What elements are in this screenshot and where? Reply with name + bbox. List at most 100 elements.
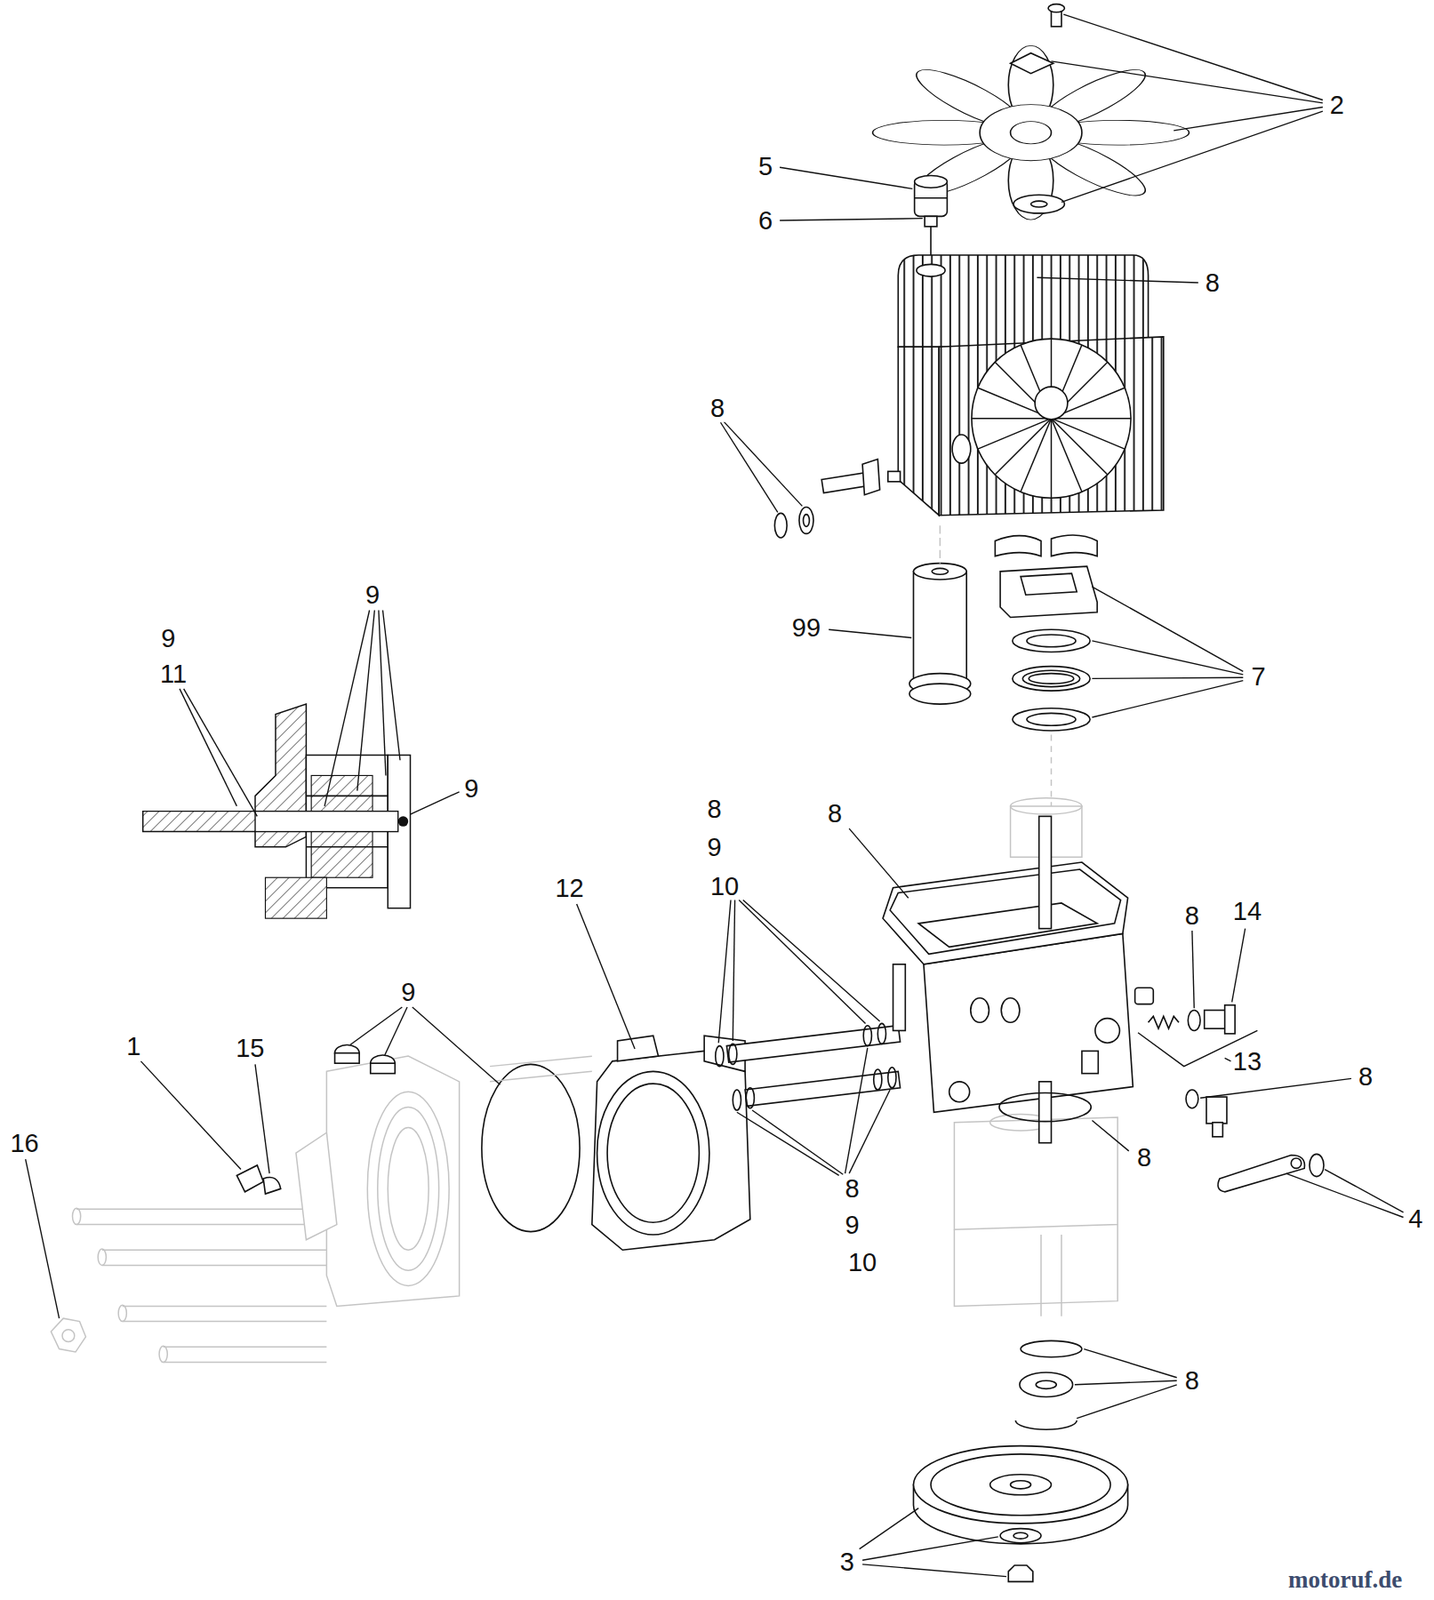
drawing-part: [999, 1092, 1091, 1122]
drawing-part: [296, 1132, 337, 1241]
drawing-part: [383, 609, 401, 761]
drawing-part: [1050, 418, 1125, 449]
swashplate-parts: [994, 535, 1098, 731]
drawing-part: [576, 904, 635, 1050]
callout-number: 9: [363, 581, 382, 609]
drawing-part: [971, 417, 1052, 419]
callout-number: 12: [552, 874, 585, 902]
drawing-part: [607, 1083, 699, 1223]
cross-section: [143, 704, 411, 919]
drawing-part: [255, 811, 399, 833]
drawing-part: [952, 434, 971, 464]
drawing-part: [1020, 418, 1051, 493]
drawing-part: [863, 1025, 872, 1047]
drawing-part: [1028, 673, 1074, 684]
callout-number: 7: [1249, 663, 1267, 690]
drawing-part: [914, 197, 948, 200]
drawing-part: [849, 1089, 890, 1174]
drawing-part: [918, 903, 1098, 947]
drawing-part: [1010, 1481, 1032, 1490]
drawing-part: [877, 1023, 886, 1044]
drawing-part: [1135, 987, 1154, 1004]
drawing-part: [1026, 712, 1076, 726]
callout-number: 8: [705, 795, 724, 823]
drawing-part: [888, 471, 901, 481]
callout-number: 13: [1231, 1048, 1264, 1075]
drawing-part: [924, 216, 938, 226]
callout-number: 8: [1135, 1144, 1154, 1171]
drawing-part: [1020, 1340, 1082, 1357]
drawing-part: [779, 167, 913, 189]
cap: [914, 175, 948, 267]
drawing-part: [1063, 14, 1323, 100]
drawing-part: [745, 1088, 754, 1109]
drawing-part: [163, 1361, 328, 1363]
drawing-part: [1050, 61, 1322, 104]
drawing-part: [617, 1035, 659, 1062]
drawing-part: [1081, 1050, 1098, 1074]
drawing-part: [743, 900, 881, 1023]
callout-number: 9: [399, 978, 417, 1006]
drawing-part: [913, 1446, 1128, 1524]
drawing-part: [1324, 1169, 1403, 1213]
drawing-part: [102, 1265, 328, 1266]
callout-number: 4: [1406, 1205, 1425, 1233]
drawing-part: [1060, 1234, 1062, 1317]
callout-number: 9: [159, 624, 177, 651]
drawing-part: [378, 609, 386, 776]
drawing-part: [862, 1537, 999, 1561]
drawing-part: [1076, 1385, 1178, 1419]
drawing-part: [862, 459, 881, 496]
drawing-part: [799, 507, 814, 535]
drawing-part: [752, 1110, 843, 1175]
drawing-part: [122, 1321, 328, 1322]
drawing-part: [803, 514, 810, 528]
drawing-part: [1091, 1120, 1129, 1151]
drawing-part: [1074, 1380, 1178, 1386]
callout-number: 2: [1328, 91, 1346, 119]
drawing-part: [1091, 680, 1243, 718]
drawing-part: [1290, 1158, 1301, 1169]
fan: [873, 4, 1190, 286]
drawing-part: [873, 45, 1190, 220]
drawing-part: [163, 1346, 328, 1348]
drawing-part: [159, 1345, 168, 1362]
callout-number: 15: [233, 1034, 266, 1062]
drawing-part: [76, 1224, 327, 1226]
drawing-part: [931, 568, 948, 575]
drawing-part: [1019, 1372, 1074, 1398]
drawing-part: [1309, 1153, 1324, 1177]
callout-number: 5: [756, 152, 775, 180]
callout-number: 9: [462, 775, 481, 802]
drawing-part: [255, 1064, 270, 1174]
drawing-part: [738, 900, 866, 1025]
drawing-part: [335, 1053, 361, 1064]
drawing-part: [1050, 418, 1052, 499]
drawing-part: [1040, 1234, 1042, 1317]
leader-lines: [25, 14, 1404, 1578]
drawing-part: [25, 1159, 60, 1319]
drawing-part: [970, 998, 990, 1024]
drawing-part: [953, 1117, 1118, 1230]
drawing-part: [1031, 200, 1048, 208]
drawing-part: [1204, 1009, 1227, 1029]
watermark: motoruf.de: [1286, 1567, 1404, 1593]
drawing-part: [1010, 798, 1082, 815]
drawing-part: [862, 1564, 1007, 1578]
drawing-part: [994, 418, 1051, 475]
drawing-part: [873, 1069, 882, 1090]
drawing-part: [916, 264, 946, 277]
callout-number: 6: [756, 207, 775, 234]
callout-number: 9: [843, 1210, 862, 1238]
drawing-part: [1192, 930, 1194, 1009]
drawing-part: [140, 1061, 241, 1170]
drawing-part: [1225, 1005, 1235, 1034]
drawing-part: [184, 688, 258, 817]
callout-number: 10: [846, 1249, 879, 1276]
drawing-part: [1095, 1018, 1121, 1044]
callout-number: 8: [708, 394, 727, 422]
drawing-part: [410, 792, 460, 815]
drawing-part: [324, 609, 370, 806]
